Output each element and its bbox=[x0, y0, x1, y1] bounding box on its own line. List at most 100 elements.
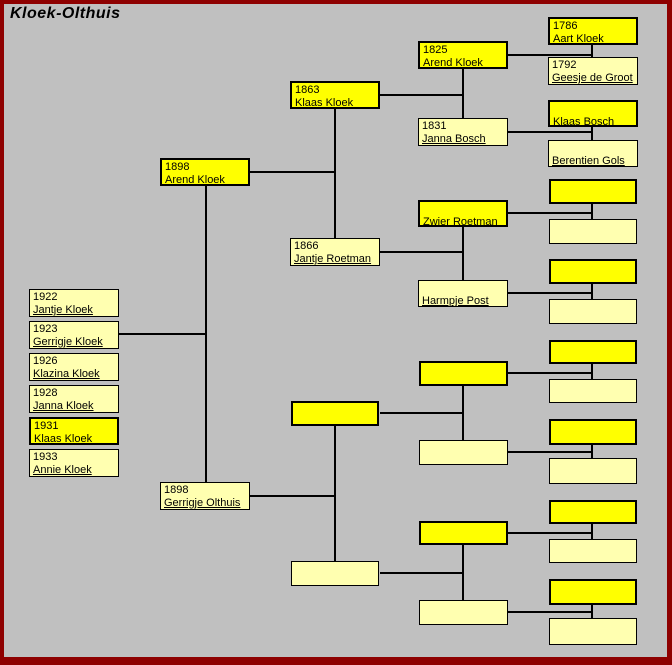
person-name-link[interactable]: Jantje Roetman bbox=[294, 253, 372, 265]
person-year bbox=[554, 503, 635, 516]
person-name-link[interactable] bbox=[296, 417, 377, 424]
person-name-link[interactable]: Harmpje Post bbox=[422, 295, 489, 307]
person-box-empty-ancestor-9[interactable] bbox=[549, 379, 637, 403]
person-name-link[interactable]: Klazina Kloek bbox=[33, 368, 100, 380]
connector-line-vertical bbox=[591, 204, 593, 220]
person-box-klaas-bosch[interactable]: Klaas Bosch bbox=[548, 100, 638, 127]
person-box-empty-ancestor-8[interactable] bbox=[549, 340, 637, 364]
person-box-harmpje-post[interactable]: Harmpje Post bbox=[418, 280, 508, 307]
person-year: 1863 bbox=[295, 84, 320, 96]
person-name-link[interactable]: Klaas Kloek bbox=[34, 433, 93, 445]
person-name-link[interactable] bbox=[553, 633, 636, 644]
person-name-link[interactable]: Klaas Bosch bbox=[553, 116, 615, 127]
frame-border-bottom bbox=[0, 657, 672, 665]
person-box-arend-kloek-1825[interactable]: 1825 Arend Kloek bbox=[418, 41, 508, 69]
connector-line-horizontal bbox=[380, 94, 463, 96]
connector-line-vertical bbox=[591, 284, 593, 299]
person-box-empty-ancestor-14[interactable] bbox=[419, 600, 508, 625]
connector-line-vertical bbox=[205, 186, 207, 482]
person-box-empty-ancestor-12[interactable] bbox=[291, 561, 379, 586]
person-year: 1792 bbox=[552, 59, 577, 71]
person-box-empty-ancestor-15[interactable] bbox=[549, 500, 637, 524]
connector-line-horizontal bbox=[508, 54, 592, 56]
person-box-gerrigje-kloek[interactable]: 1923 Gerrigje Kloek bbox=[29, 321, 119, 349]
person-name-link[interactable] bbox=[554, 195, 635, 202]
person-name-link[interactable] bbox=[553, 473, 636, 483]
person-name-link[interactable]: Berentien Gols bbox=[552, 155, 625, 167]
connector-line-horizontal bbox=[380, 572, 463, 574]
person-name-link[interactable] bbox=[554, 595, 635, 603]
person-name-link[interactable] bbox=[423, 615, 507, 624]
person-year: 1825 bbox=[423, 44, 448, 56]
person-year bbox=[295, 563, 378, 576]
person-name-link[interactable] bbox=[554, 275, 635, 282]
person-year bbox=[552, 142, 637, 155]
person-name-link[interactable] bbox=[554, 516, 635, 522]
person-year: 1931 bbox=[34, 420, 59, 432]
person-box-janna-kloek[interactable]: 1928 Janna Kloek bbox=[29, 385, 119, 413]
person-box-empty-ancestor-17[interactable] bbox=[549, 579, 637, 605]
connector-line-vertical bbox=[591, 445, 593, 458]
person-box-aart-kloek[interactable]: 1786 Aart Kloek bbox=[548, 17, 638, 45]
person-name-link[interactable]: Arend Kloek bbox=[423, 57, 483, 69]
connector-line-vertical bbox=[334, 109, 336, 238]
person-name-link[interactable] bbox=[554, 356, 635, 362]
person-box-empty-ancestor-16[interactable] bbox=[549, 539, 637, 563]
person-name-link[interactable] bbox=[424, 377, 506, 384]
person-name-link[interactable]: Zwier Roetman bbox=[423, 216, 498, 227]
person-box-klazina-kloek[interactable]: 1926 Klazina Kloek bbox=[29, 353, 119, 381]
person-name-link[interactable]: Annie Kloek bbox=[33, 464, 92, 476]
person-box-gerrigje-olthuis[interactable]: 1898 Gerrigje Olthuis bbox=[160, 482, 250, 510]
connector-line-horizontal bbox=[508, 292, 592, 294]
person-name-link[interactable]: Klaas Kloek bbox=[295, 97, 354, 109]
person-year bbox=[423, 442, 507, 455]
person-box-janna-bosch[interactable]: 1831 Janna Bosch bbox=[418, 118, 508, 146]
person-box-jantje-kloek[interactable]: 1922 Jantje Kloek bbox=[29, 289, 119, 317]
person-box-empty-ancestor-5[interactable] bbox=[419, 361, 508, 386]
person-name-link[interactable] bbox=[295, 576, 378, 585]
person-box-empty-ancestor-11[interactable] bbox=[549, 458, 637, 484]
person-name-link[interactable]: Aart Kloek bbox=[553, 33, 604, 45]
person-box-empty-ancestor-10[interactable] bbox=[549, 419, 637, 445]
person-year: 1922 bbox=[33, 291, 58, 303]
person-box-zwier-roetman[interactable]: Zwier Roetman bbox=[418, 200, 508, 227]
person-box-arend-kloek-1898[interactable]: 1898 Arend Kloek bbox=[160, 158, 250, 186]
person-box-empty-ancestor-1[interactable] bbox=[549, 179, 637, 204]
person-year: 1898 bbox=[165, 161, 190, 173]
person-box-annie-kloek[interactable]: 1933 Annie Kloek bbox=[29, 449, 119, 477]
person-name-link[interactable] bbox=[554, 435, 635, 443]
person-name-link[interactable] bbox=[553, 314, 636, 323]
frame-border-left bbox=[0, 0, 4, 665]
person-box-empty-ancestor-7[interactable] bbox=[419, 440, 508, 465]
person-name-link[interactable]: Gerrigje Olthuis bbox=[164, 497, 241, 509]
person-box-klaas-kloek-1863[interactable]: 1863 Klaas Kloek bbox=[290, 81, 380, 109]
person-box-klaas-kloek-1931[interactable]: 1931 Klaas Kloek bbox=[29, 417, 119, 445]
person-name-link[interactable] bbox=[423, 455, 507, 464]
person-box-geesje-de-groot[interactable]: 1792 Geesje de Groot bbox=[548, 57, 638, 85]
person-name-link[interactable]: Janna Kloek bbox=[33, 400, 94, 412]
person-box-empty-ancestor-2[interactable] bbox=[549, 219, 637, 244]
person-box-berentien-gols[interactable]: Berentien Gols bbox=[548, 140, 638, 167]
connector-line-vertical bbox=[591, 45, 593, 57]
person-name-link[interactable] bbox=[553, 234, 636, 243]
connector-line-horizontal bbox=[119, 333, 206, 335]
person-year bbox=[553, 381, 636, 394]
connector-line-vertical bbox=[591, 126, 593, 140]
person-name-link[interactable]: Gerrigje Kloek bbox=[33, 336, 103, 348]
person-name-link[interactable]: Geesje de Groot bbox=[552, 72, 633, 84]
person-box-jantje-roetman[interactable]: 1866 Jantje Roetman bbox=[290, 238, 380, 266]
person-name-link[interactable] bbox=[553, 554, 636, 562]
person-year bbox=[296, 404, 377, 417]
person-box-empty-ancestor-4[interactable] bbox=[549, 299, 637, 324]
person-name-link[interactable] bbox=[424, 537, 506, 543]
person-name-link[interactable]: Arend Kloek bbox=[165, 174, 225, 186]
person-name-link[interactable]: Janna Bosch bbox=[422, 133, 486, 145]
person-box-empty-ancestor-13[interactable] bbox=[419, 521, 508, 545]
person-box-empty-ancestor-3[interactable] bbox=[549, 259, 637, 284]
person-box-empty-ancestor-6[interactable] bbox=[291, 401, 379, 426]
person-name-link[interactable] bbox=[553, 394, 636, 402]
person-name-link[interactable]: Jantje Kloek bbox=[33, 304, 93, 316]
connector-line-vertical bbox=[591, 605, 593, 618]
person-box-empty-ancestor-18[interactable] bbox=[549, 618, 637, 645]
